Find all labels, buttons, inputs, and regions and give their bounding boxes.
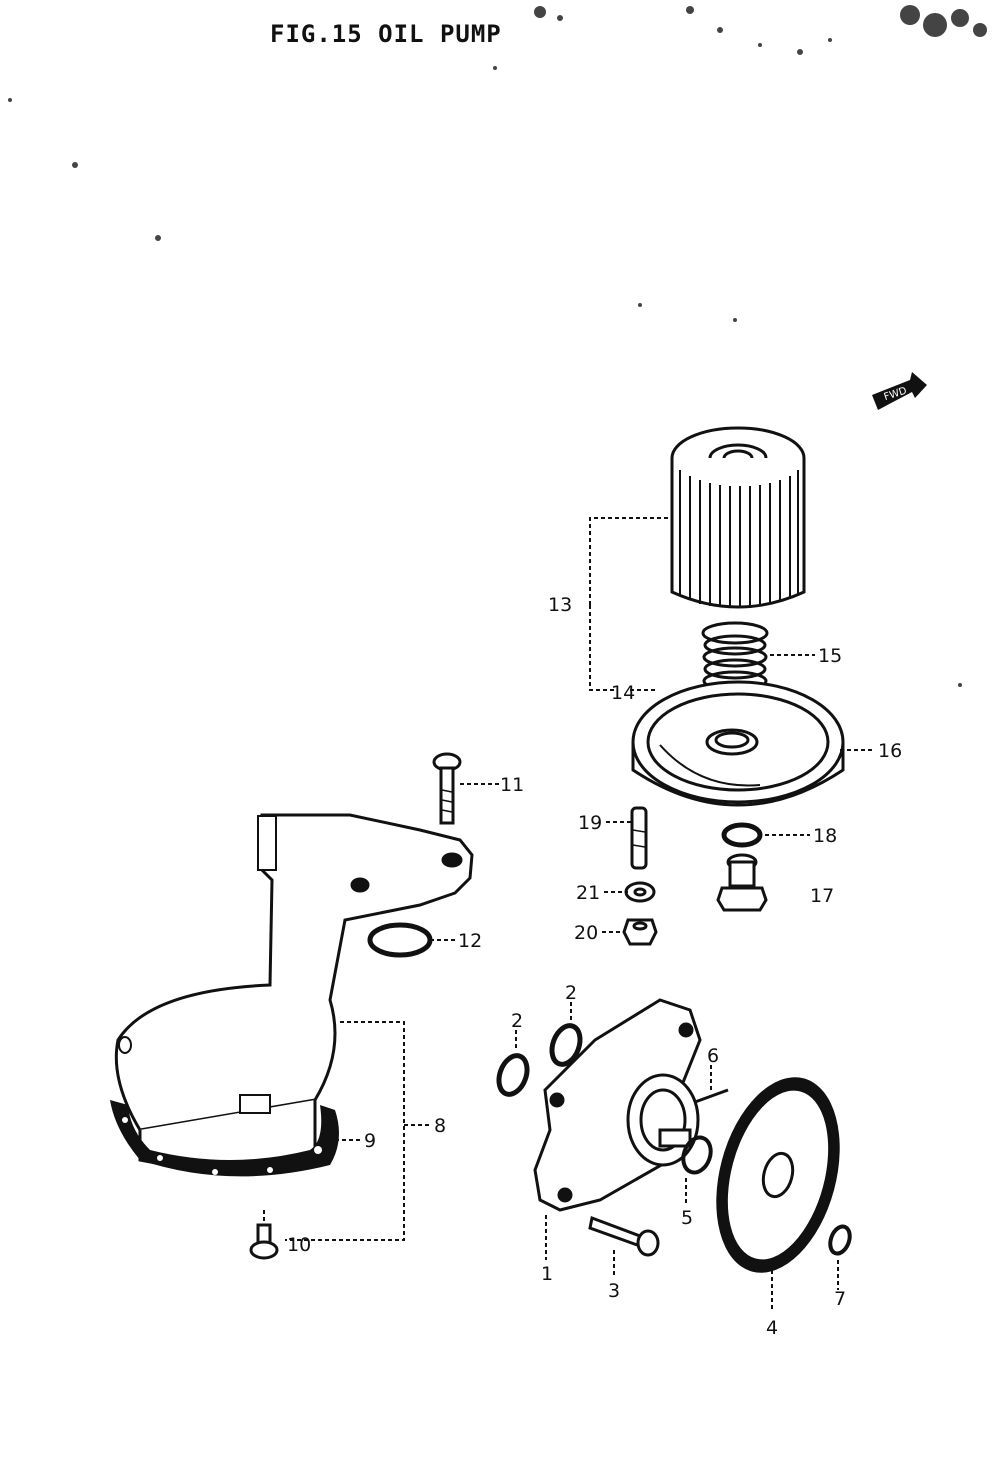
callout-2a: 2	[511, 1010, 523, 1032]
callout-labels: 13 14 15 16 11 19 18 21 17 20 12 2 2 6 8…	[287, 594, 902, 1339]
bolt-11	[432, 752, 462, 825]
callout-8: 8	[434, 1115, 446, 1137]
oil-filter-element	[670, 426, 806, 609]
nut-20	[622, 918, 658, 946]
circlip-7	[828, 1224, 852, 1256]
callout-14: 14	[611, 682, 635, 704]
oil-pump-body	[533, 998, 702, 1212]
scan-noise	[8, 5, 987, 687]
callout-21: 21	[576, 882, 600, 904]
washer-21	[624, 881, 656, 903]
circlip-2b	[549, 1023, 583, 1067]
washer-18	[721, 822, 763, 848]
callout-12: 12	[458, 930, 482, 952]
callout-19: 19	[578, 812, 602, 834]
callout-7: 7	[834, 1288, 846, 1310]
callout-3: 3	[608, 1280, 620, 1302]
callout-16: 16	[878, 740, 902, 762]
callout-15: 15	[818, 645, 842, 667]
leader-lines	[263, 517, 875, 1312]
callout-13: 13	[548, 594, 572, 616]
callout-2b: 2	[565, 982, 577, 1004]
stud-19	[630, 806, 648, 870]
callout-5: 5	[681, 1207, 693, 1229]
fwd-arrow-icon: FWD	[872, 372, 927, 410]
washer-5	[681, 1135, 713, 1175]
bolt-3	[588, 1215, 660, 1257]
pin-6	[694, 1088, 729, 1104]
bolt-10	[249, 1223, 279, 1260]
callout-4: 4	[766, 1317, 778, 1339]
callout-10: 10	[287, 1234, 311, 1256]
pump-gear-4	[716, 1077, 840, 1273]
callout-11: 11	[500, 774, 524, 796]
callout-17: 17	[810, 885, 834, 907]
o-ring-12	[367, 922, 433, 958]
callout-9: 9	[364, 1130, 376, 1152]
oil-strainer	[114, 813, 474, 1170]
strainer-gasket	[110, 1100, 339, 1177]
circlip-2a	[496, 1053, 530, 1097]
callout-18: 18	[813, 825, 837, 847]
callout-20: 20	[574, 922, 598, 944]
callout-1: 1	[541, 1263, 553, 1285]
filter-cap	[631, 680, 845, 807]
callout-6: 6	[707, 1045, 719, 1067]
drain-plug-17	[716, 853, 768, 912]
figure-title: FIG.15 OIL PUMP	[270, 20, 502, 48]
